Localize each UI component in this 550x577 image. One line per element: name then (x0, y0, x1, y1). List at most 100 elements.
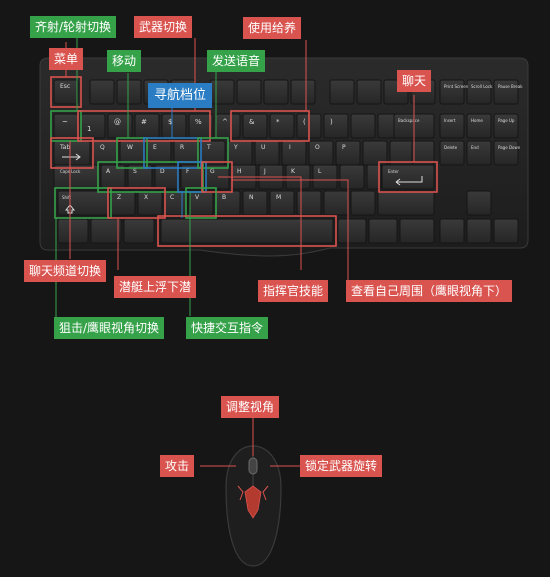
key-arrow-left[interactable] (439, 218, 465, 244)
key-enter[interactable] (381, 164, 435, 190)
key-legend-d: D (160, 168, 165, 175)
key-arrow-up[interactable] (466, 190, 492, 216)
key-shift-right[interactable] (377, 190, 435, 216)
key-legend-enter: Enter (388, 169, 399, 174)
key-end[interactable] (466, 140, 492, 166)
highlight-enter (378, 161, 438, 193)
key-8[interactable] (269, 113, 295, 139)
mouse-accent-left (237, 485, 244, 501)
key-f9[interactable] (329, 79, 355, 105)
label-commander-skill: 指挥官技能 (258, 280, 329, 302)
highlight-asd (97, 161, 204, 193)
key-f7[interactable] (263, 79, 289, 105)
key-page-down[interactable] (493, 140, 519, 166)
enter-arrow-icon (395, 176, 423, 186)
key-quote[interactable] (366, 164, 382, 190)
key-insert[interactable] (439, 113, 465, 139)
key-legend-z: Z (117, 194, 121, 201)
key-f8[interactable] (290, 79, 316, 105)
highlight-shift (54, 187, 112, 219)
key-v[interactable] (188, 190, 214, 216)
label-attack: 攻击 (160, 455, 195, 477)
key-space[interactable] (160, 218, 334, 244)
key-legend-insert: Insert (444, 118, 456, 123)
shift-arrow-icon (64, 204, 76, 214)
key-ctrl-left[interactable] (57, 218, 89, 244)
key-z[interactable] (110, 190, 136, 216)
key-legend-i: I (289, 144, 291, 151)
key-legend-r: R (180, 144, 184, 151)
key-esc[interactable] (53, 79, 79, 105)
highlight-space (157, 215, 337, 247)
key-7[interactable] (242, 113, 268, 139)
key-n[interactable] (242, 190, 268, 216)
key-legend-b: B (222, 194, 226, 201)
key-alt-right[interactable] (337, 218, 367, 244)
key-page-up[interactable] (493, 113, 519, 139)
key-x[interactable] (137, 190, 163, 216)
key-i[interactable] (281, 140, 307, 166)
key-p[interactable] (335, 140, 361, 166)
key-f10[interactable] (356, 79, 382, 105)
key-semicolon[interactable] (339, 164, 365, 190)
label-sniper: 狙击/鹰眼视角切换 (54, 317, 165, 339)
key-legend-s: S (133, 168, 137, 175)
key-3[interactable] (134, 113, 160, 139)
key-slash[interactable] (350, 190, 376, 216)
key-1[interactable] (80, 113, 106, 139)
key-print-screen[interactable] (439, 79, 465, 105)
key-pause[interactable] (493, 79, 519, 105)
key-menu[interactable] (368, 218, 398, 244)
highlight-supply-keys (230, 110, 310, 142)
key-arrow-right[interactable] (493, 218, 519, 244)
key-scroll-lock[interactable] (466, 79, 492, 105)
key-4[interactable] (161, 113, 187, 139)
key-b[interactable] (215, 190, 241, 216)
key-f5[interactable] (209, 79, 235, 105)
key-f2[interactable] (116, 79, 142, 105)
key-m[interactable] (269, 190, 295, 216)
key-win-left[interactable] (90, 218, 122, 244)
key-o[interactable] (308, 140, 334, 166)
key-s[interactable] (127, 164, 153, 190)
label-move: 移动 (107, 50, 142, 72)
highlight-f (177, 161, 207, 193)
key-legend-w: W (127, 144, 133, 151)
key-ctrl-right[interactable] (399, 218, 435, 244)
key-a[interactable] (100, 164, 126, 190)
key-legend-1: 1 (87, 125, 91, 133)
highlight-v (185, 187, 217, 219)
highlight-z-x (107, 187, 166, 219)
key-comma[interactable] (296, 190, 322, 216)
label-menu: 菜单 (49, 48, 84, 70)
key-0[interactable] (323, 113, 349, 139)
key-f1[interactable] (89, 79, 115, 105)
key-6[interactable] (215, 113, 241, 139)
key-f6[interactable] (236, 79, 262, 105)
mouse-connectors (200, 418, 300, 467)
key-d[interactable] (154, 164, 180, 190)
key-delete[interactable] (439, 140, 465, 166)
key-legend-esc: Esc (60, 83, 70, 90)
label-nav-gear: 寻航档位 (148, 83, 213, 108)
mouse (225, 445, 282, 567)
scroll-wheel-icon[interactable] (248, 457, 258, 475)
key-legend-page-up: Page Up (498, 118, 515, 123)
key-l[interactable] (312, 164, 338, 190)
key-home[interactable] (466, 113, 492, 139)
key-legend-c: C (170, 194, 174, 201)
key-legend-home: Home (471, 118, 483, 123)
key-arrow-down[interactable] (466, 218, 492, 244)
key-c[interactable] (164, 190, 188, 216)
key-legend-6: ^ (222, 118, 228, 126)
key-minus[interactable] (350, 113, 376, 139)
key-legend-print-screen: Print Screen (444, 84, 469, 89)
key-legend-4: $ (168, 118, 172, 126)
highlight-boxes (50, 76, 438, 247)
key-period[interactable] (323, 190, 349, 216)
key-legend-7: & (249, 118, 255, 126)
key-legend-l: L (318, 168, 322, 175)
key-legend-y: Y (233, 144, 238, 151)
key-alt-left[interactable] (123, 218, 155, 244)
key-u[interactable] (254, 140, 280, 166)
